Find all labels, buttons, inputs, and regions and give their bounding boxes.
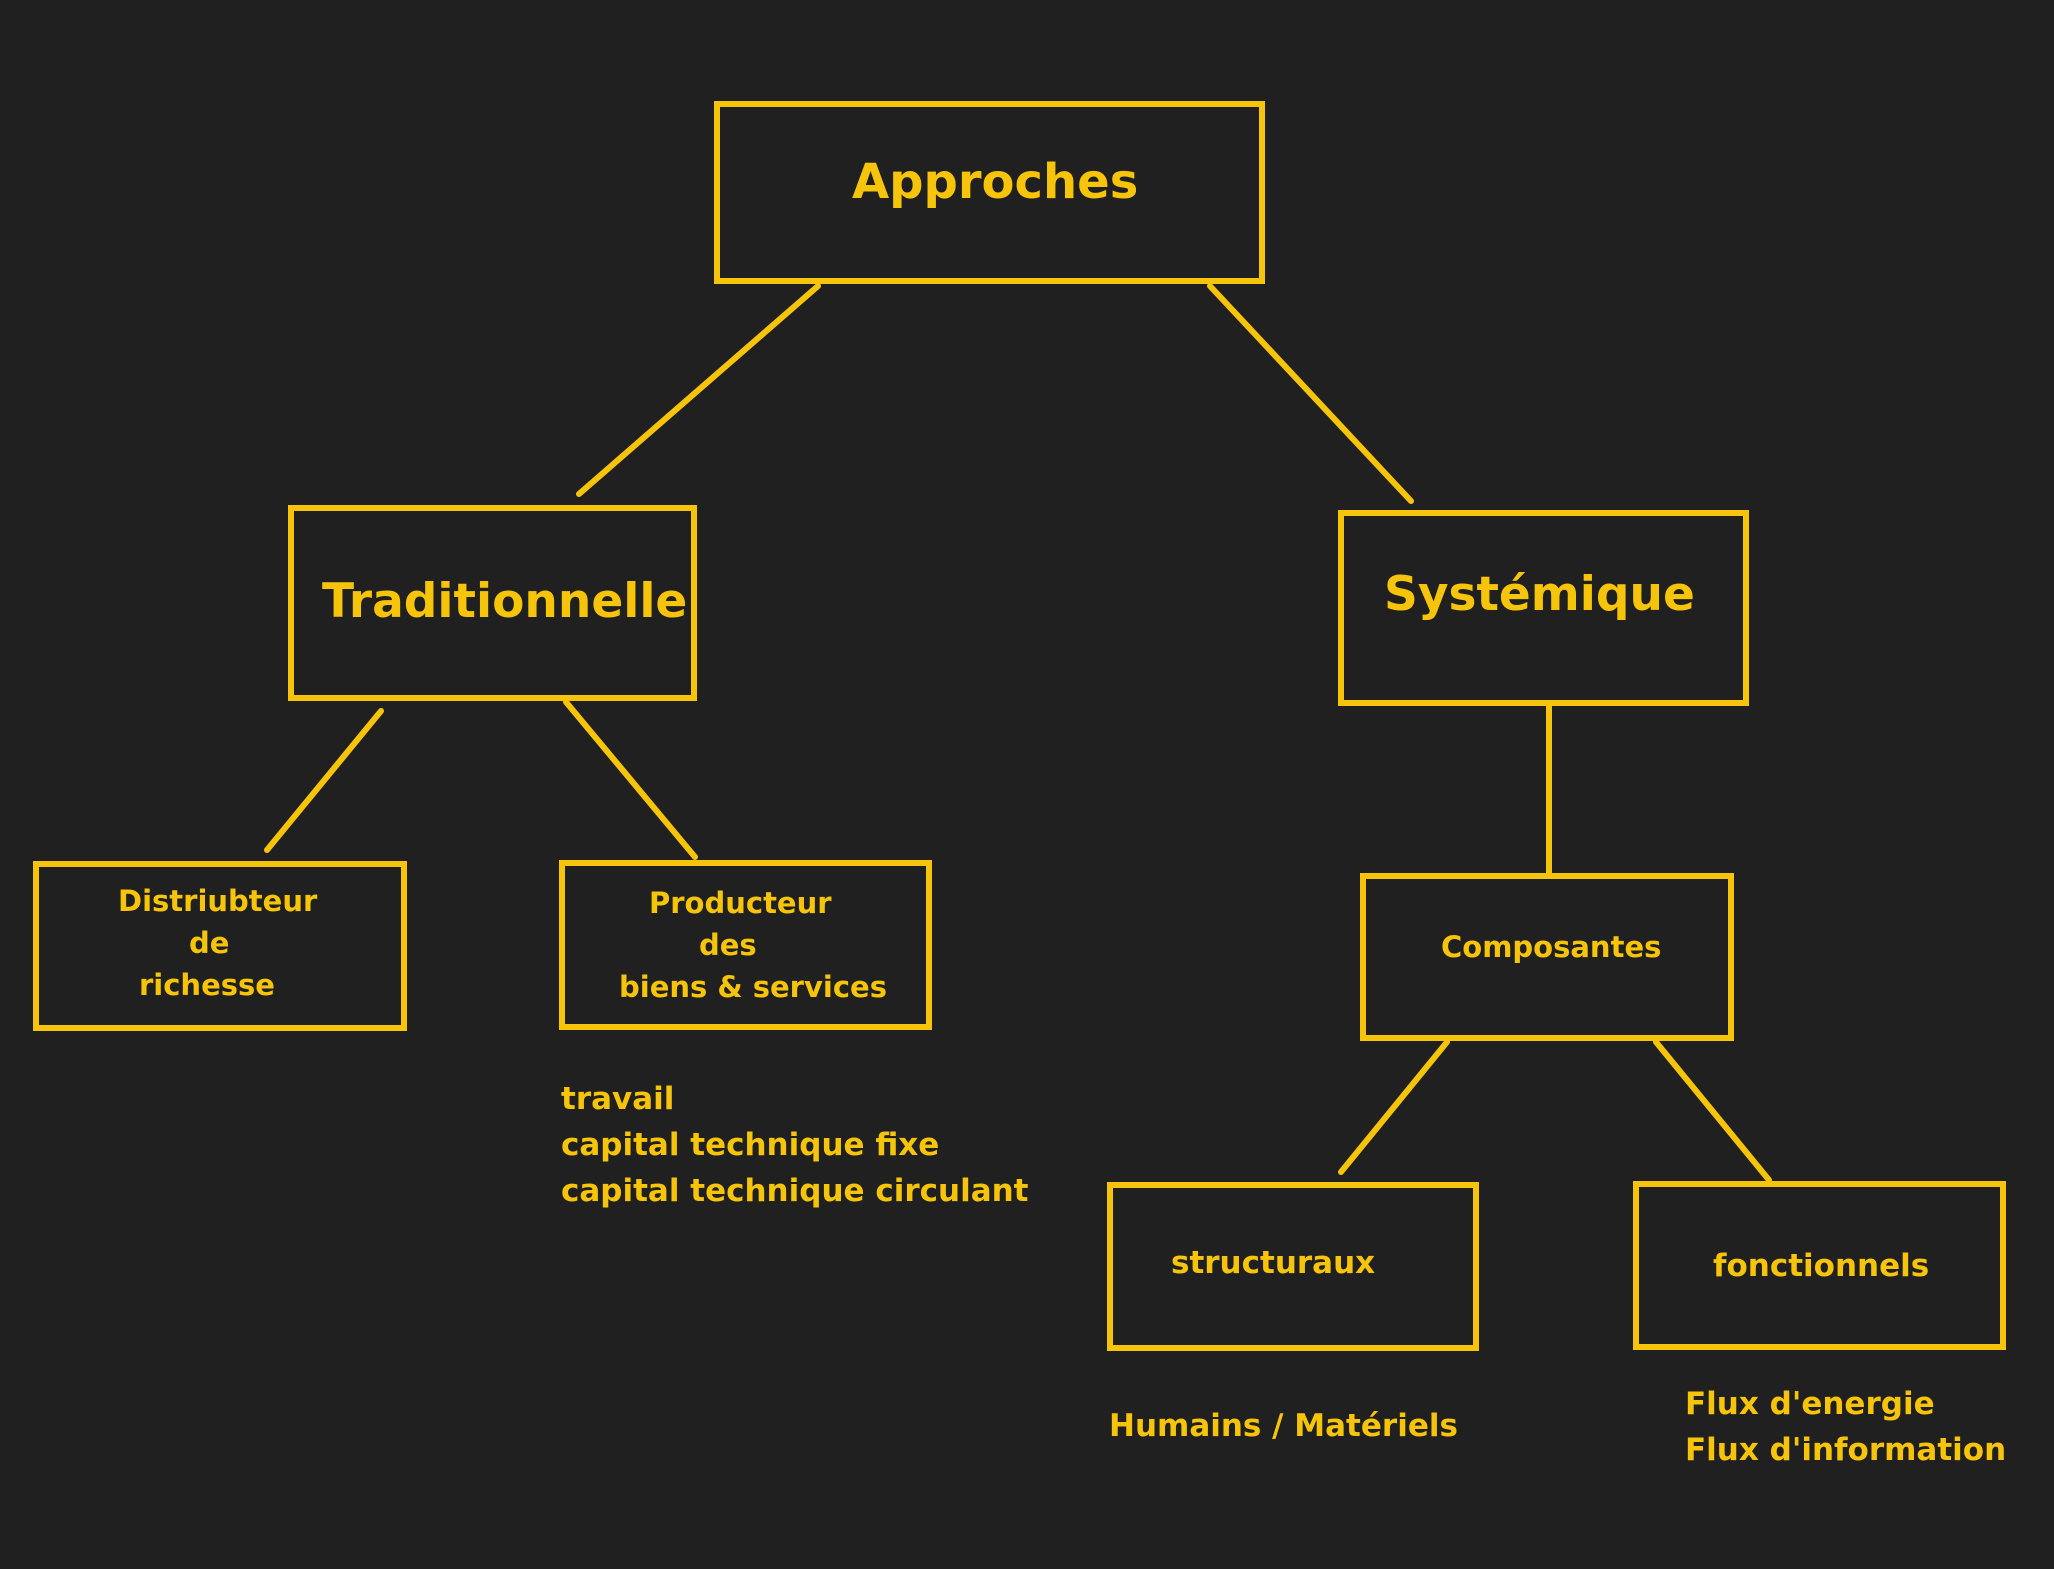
note-fonctionnels-line-1: Flux d'energie (1685, 1386, 1935, 1422)
node-traditionnelle-label: Traditionnelle (322, 574, 688, 629)
node-distributeur-line-1: Distriubteur (118, 884, 318, 918)
note-structuraux-line-1: Humains / Matériels (1109, 1408, 1458, 1444)
node-systemique-label: Systémique (1384, 567, 1695, 622)
edge-composantes-structuraux (1338, 1039, 1450, 1175)
node-approches (714, 101, 1265, 284)
node-composantes (1360, 873, 1734, 1041)
note-producteur-line-2: capital technique fixe (561, 1127, 940, 1163)
edge-traditionnelle-distributeur (264, 708, 384, 853)
note-fonctionnels: Flux d'energie Flux d'information (1685, 1381, 2006, 1473)
node-traditionnelle (288, 505, 697, 701)
node-structuraux-label: structuraux (1171, 1245, 1376, 1281)
note-fonctionnels-line-2: Flux d'information (1685, 1432, 2007, 1468)
node-distributeur-line-2: de (189, 926, 230, 960)
node-distributeur (33, 861, 407, 1031)
note-producteur-line-1: travail (561, 1081, 675, 1117)
node-producteur (559, 860, 932, 1030)
node-producteur-line-1: Producteur (649, 886, 832, 920)
node-fonctionnels-label: fonctionnels (1713, 1248, 1930, 1284)
node-structuraux (1107, 1182, 1479, 1351)
node-producteur-line-2: des (699, 928, 757, 962)
node-fonctionnels (1633, 1181, 2006, 1350)
edge-traditionnelle-producteur (563, 699, 698, 860)
node-approches-label: Approches (852, 154, 1139, 210)
edge-approches-systemique (1207, 283, 1414, 504)
node-composantes-label: Composantes (1441, 930, 1662, 964)
note-structuraux: Humains / Matériels (1109, 1403, 1458, 1449)
node-systemique (1338, 510, 1749, 706)
edge-approches-traditionnelle (576, 283, 821, 497)
note-producteur: travail capital technique fixe capital t… (561, 1076, 1029, 1214)
note-producteur-line-3: capital technique circulant (561, 1173, 1029, 1209)
node-distributeur-line-3: richesse (139, 968, 275, 1002)
edge-composantes-fonctionnels (1653, 1039, 1772, 1183)
node-producteur-line-3: biens & services (619, 970, 887, 1004)
